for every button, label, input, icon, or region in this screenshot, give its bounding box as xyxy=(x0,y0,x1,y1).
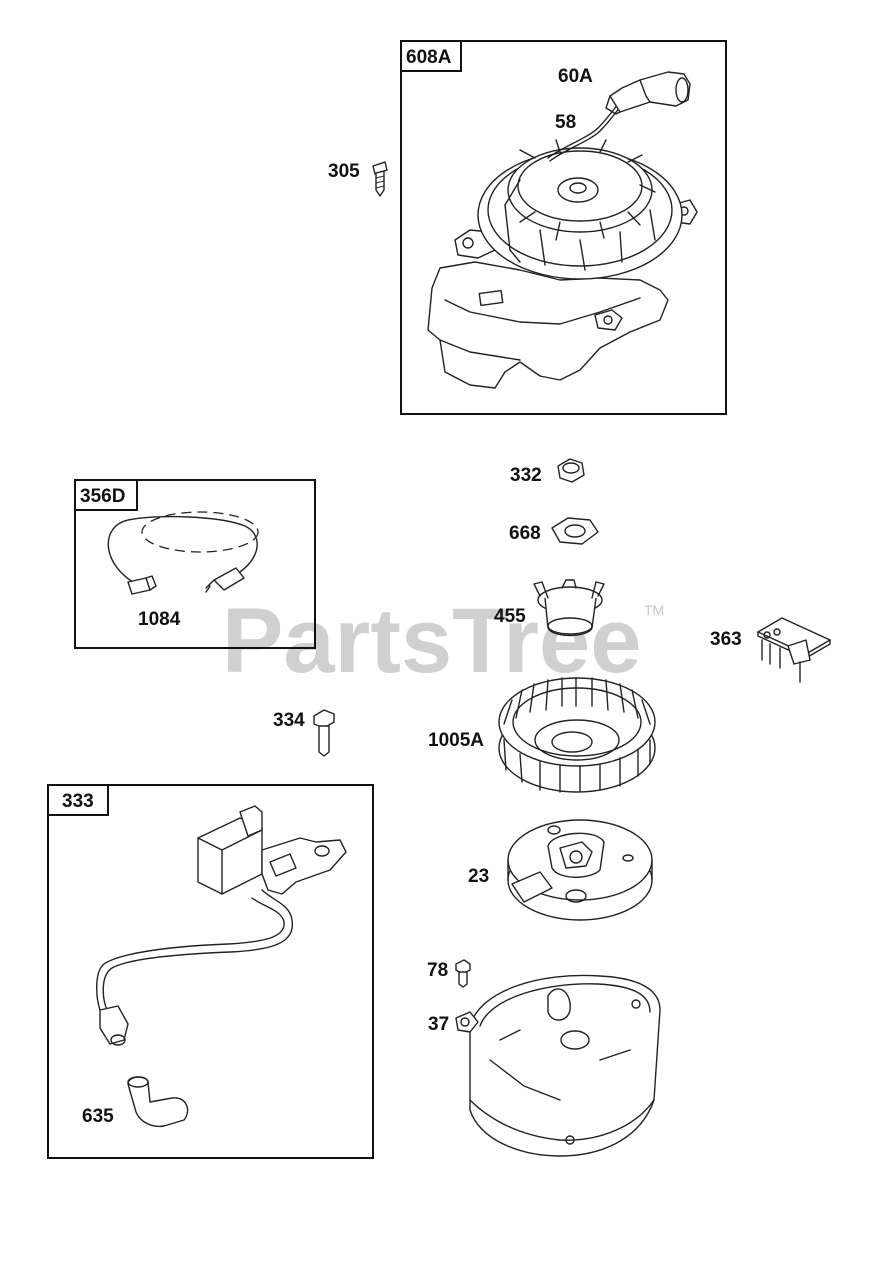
screw-78-drawing xyxy=(455,959,471,988)
coil-box: 333 xyxy=(47,784,374,1159)
part-label-305: 305 xyxy=(328,161,360,182)
wire-box-label: 356D xyxy=(80,486,125,507)
starter-box: 608A xyxy=(400,40,727,415)
part-label-60A: 60A xyxy=(558,66,593,87)
coil-drawing xyxy=(96,805,347,1046)
part-23-drawing xyxy=(507,819,653,921)
cup-455-drawing xyxy=(533,579,605,637)
watermark-trademark: TM xyxy=(644,602,664,618)
part-label-58: 58 xyxy=(555,112,576,133)
nut-332-drawing xyxy=(557,458,585,483)
housing-37-drawing xyxy=(455,974,661,1157)
washer-668-drawing xyxy=(551,517,599,545)
part-label-363: 363 xyxy=(710,629,742,650)
flywheel-1005A-drawing xyxy=(498,677,656,793)
starter-assembly-drawing xyxy=(427,103,698,389)
part-label-668: 668 xyxy=(509,523,541,544)
bolt-334-drawing xyxy=(313,709,335,757)
coil-box-tag xyxy=(47,784,109,816)
part-label-1005A: 1005A xyxy=(428,730,484,751)
starter-handle-drawing xyxy=(605,71,691,115)
starter-box-label: 608A xyxy=(406,47,452,68)
part-label-1084: 1084 xyxy=(138,609,181,630)
part-label-37: 37 xyxy=(428,1014,449,1035)
wire-drawing xyxy=(107,511,259,595)
part-label-332: 332 xyxy=(510,465,542,486)
part-label-455: 455 xyxy=(494,606,526,627)
part-label-78: 78 xyxy=(427,960,448,981)
part-label-23: 23 xyxy=(468,866,489,887)
wire-box-tag xyxy=(74,479,138,511)
screw-305-drawing xyxy=(372,161,388,197)
part-label-334: 334 xyxy=(273,710,305,731)
coil-box-label: 333 xyxy=(62,791,94,812)
bracket-363-drawing xyxy=(757,617,831,683)
part-label-635: 635 xyxy=(82,1106,114,1127)
wire-box-frame xyxy=(74,479,316,649)
boot-635-drawing xyxy=(127,1076,189,1128)
wire-box: 356D xyxy=(74,479,316,649)
starter-box-tag xyxy=(400,40,462,72)
coil-box-frame xyxy=(47,784,374,1159)
starter-box-frame xyxy=(400,40,727,415)
